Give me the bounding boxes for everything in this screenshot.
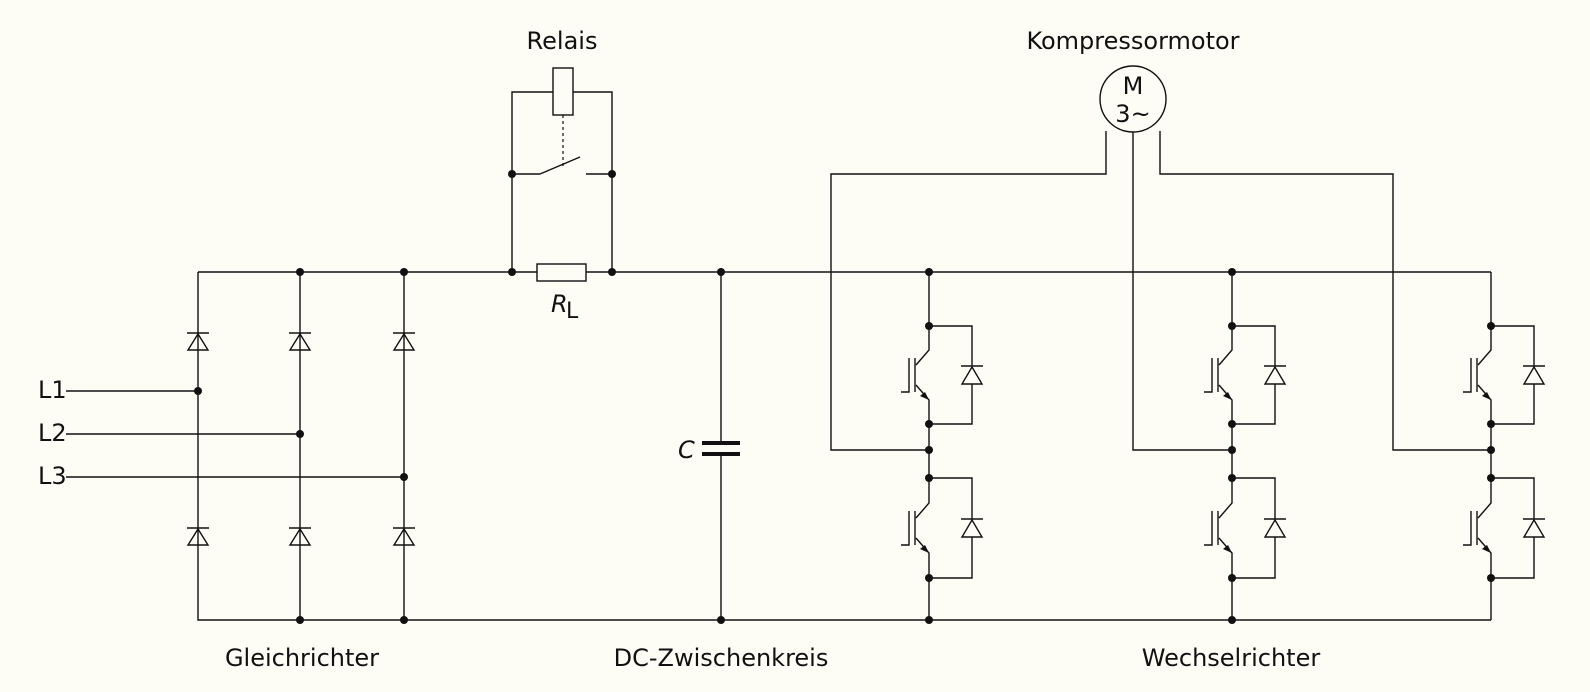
section-label-dc-link: DC-Zwischenkreis (614, 644, 829, 672)
junction-dot (296, 430, 304, 438)
freewheel-diode (1491, 477, 1546, 579)
relais-label: Relais (527, 27, 598, 55)
capacitor-label: C (678, 436, 695, 464)
rectifier-diode (186, 527, 210, 546)
dc-link-capacitor: C (678, 268, 740, 624)
phase-label-l2: L2 (38, 419, 67, 447)
junction-dot (400, 616, 408, 624)
relay-coil-wires (511, 91, 613, 174)
junction-dot (925, 474, 933, 482)
igbt-switch (901, 478, 930, 578)
junction-dot (1487, 474, 1495, 482)
junction-dot (296, 268, 304, 276)
igbt-switch (901, 326, 930, 424)
junction-dot (1487, 322, 1495, 330)
precharge-circuit: Relais R L (508, 27, 930, 324)
junction-dot (717, 616, 725, 624)
junction-dot (925, 420, 933, 428)
junction-dot (1228, 446, 1236, 454)
rectifier-wires (197, 271, 930, 621)
junction-dot (296, 616, 304, 624)
junction-dot (925, 574, 933, 582)
junction-dot (1487, 420, 1495, 428)
motor-label-phase: 3~ (1115, 100, 1150, 128)
rectifier-diode (392, 332, 416, 351)
rectifier-diode (392, 527, 416, 546)
igbt-switch (1463, 326, 1492, 424)
rectifier-diode (288, 527, 312, 546)
junction-dot (1228, 474, 1236, 482)
freewheel-diode (929, 325, 984, 425)
motor-phase-u-wire (830, 131, 1107, 451)
rectifier-bridge: L1 L2 L3 (38, 268, 930, 624)
motor-phase-w-wire (1159, 131, 1491, 451)
junction-dot (400, 473, 408, 481)
junction-dot (717, 268, 725, 276)
freewheel-diode (1232, 477, 1287, 579)
junction-dot (1228, 322, 1236, 330)
relay-contact (511, 156, 613, 272)
junction-dot (1487, 446, 1495, 454)
resistor-subscript: L (566, 299, 579, 324)
igbt-switch (1204, 326, 1233, 424)
junction-dot (1228, 420, 1236, 428)
junction-dot (400, 268, 408, 276)
section-label-rectifier: Gleichrichter (225, 644, 379, 672)
motor-title: Kompressormotor (1026, 27, 1239, 55)
phase-label-l1: L1 (38, 376, 67, 404)
resistor-rl (536, 263, 587, 282)
resistor-label: R (551, 290, 568, 318)
motor-label-m: M (1123, 72, 1144, 100)
junction-dot (1228, 574, 1236, 582)
motor-phase-v-wire (1132, 132, 1232, 451)
junction-dot (1487, 574, 1495, 582)
inverter (901, 268, 1546, 624)
freewheel-diode (1491, 325, 1546, 425)
igbt-switch (1463, 478, 1492, 578)
junction-dot (925, 446, 933, 454)
rectifier-diode (288, 332, 312, 351)
freewheel-diode (1232, 325, 1287, 425)
freewheel-diode (929, 477, 984, 579)
phase-input-wires (66, 390, 404, 478)
inverter-rails (930, 271, 1491, 621)
igbt-switch (1204, 478, 1233, 578)
junction-dot (194, 387, 202, 395)
section-label-inverter: Wechselrichter (1142, 644, 1321, 672)
phase-label-l3: L3 (38, 462, 67, 490)
compressor-motor: M 3~ Kompressormotor (830, 27, 1491, 451)
rectifier-diode (186, 332, 210, 351)
junction-dot (925, 322, 933, 330)
relay-coil (552, 67, 574, 116)
